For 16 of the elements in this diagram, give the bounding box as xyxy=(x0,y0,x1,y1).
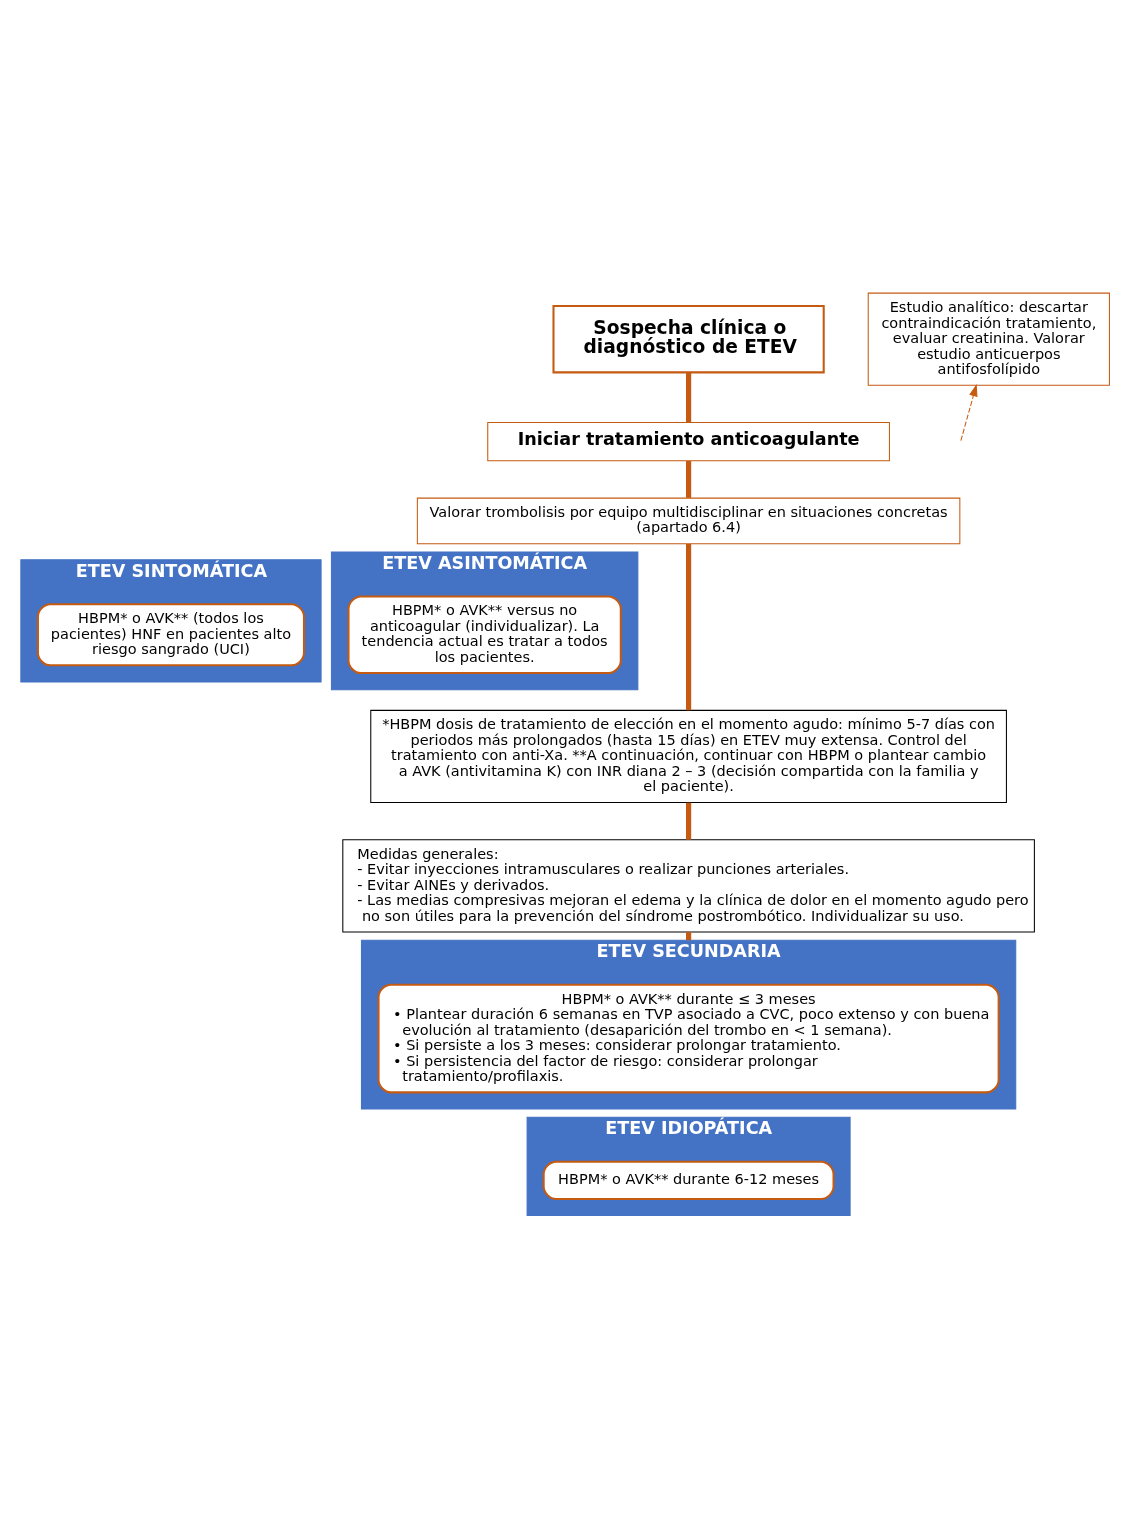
connector xyxy=(686,802,692,840)
node-box: Valorar trombolisis por equipo multidisciplinar en situaciones concretas (apartado 6.4) xyxy=(416,497,961,544)
connector xyxy=(686,543,692,710)
arrow xyxy=(960,383,978,441)
node-box: HBPM* o AVK** (todos los pacientes) HNF en pacientes alto riesgo sangrado (UCI) xyxy=(36,602,306,666)
connector xyxy=(686,460,692,498)
connector xyxy=(686,372,692,422)
node-box: Estudio analítico: descartar contraindicación tratamiento, evaluar creatinina. Valorar estudio anticuerpos antifosfolípido xyxy=(867,292,1110,386)
node-box: Iniciar tratamiento anticoagulante xyxy=(487,421,890,461)
node-box: Medidas generales: - Evitar inyecciones intramusculares o realizar punciones arteriales. - Evitar AINEs y derivados. - Las medias compresivas mejoran el edema y la clínica de dolor en el momento agudo pero no son útiles para la prevención del síndrome postrombótico. Individualizar su uso. xyxy=(342,838,1035,932)
node-box: *HBPM dosis de tratamiento de elección en el momento agudo: mínimo 5-7 días con periodos más prolongados (hasta 15 días) en ETEV muy extensa. Control del tratamiento con anti-Xa. **A continuación, continuar con HBPM o plantear cambio a AVK (antivitamina K) con INR diana 2 – 3 (decisión compartida con la familia y el paciente). xyxy=(370,709,1007,803)
node-box: Sospecha clínica o diagnóstico de ETEV xyxy=(552,304,825,373)
node-box: HBPM* o AVK** durante ≤ 3 meses • Plantear duración 6 semanas en TVP asociado a CVC, poco extenso y con buena evolución al tratamiento (desaparición del trombo en < 1 semana). • Si persiste a los 3 meses: considerar prolongar tratamiento. • Si persistencia del factor de riesgo: considerar prolongar tratamiento/profilaxis. xyxy=(377,983,1000,1093)
node-box: HBPM* o AVK** durante 6-12 meses xyxy=(542,1160,835,1200)
node-box: HBPM* o AVK** versus no anticoagular (individualizar). La tendencia actual es tratar a todos los pacientes. xyxy=(347,594,622,674)
connector xyxy=(686,931,692,940)
